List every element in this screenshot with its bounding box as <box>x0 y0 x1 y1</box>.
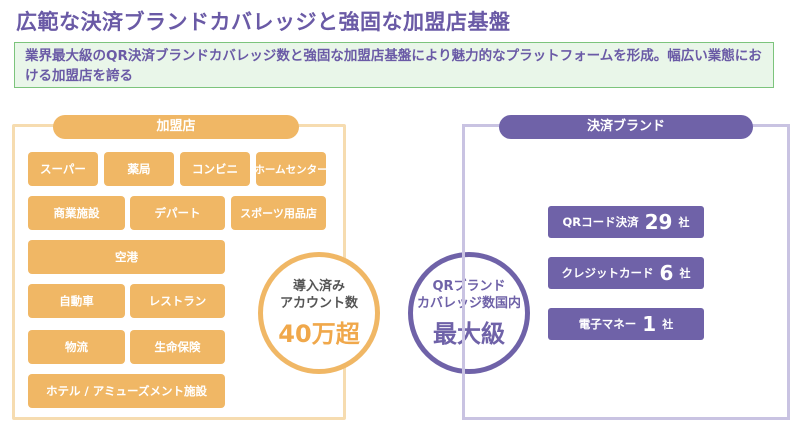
brand-coverage-circle: QRブランド カバレッジ数国内 最大級 <box>408 252 530 374</box>
merchant-circle-value: 40万超 <box>278 319 360 348</box>
merchant-tile-airport: 空港 <box>28 240 225 274</box>
brand-row-label: クレジットカード <box>561 266 654 280</box>
brand-row-unit: 社 <box>679 267 691 280</box>
merchant-circle-line2: アカウント数 <box>279 295 358 311</box>
merchants-header: 加盟店 <box>53 115 299 139</box>
brand-row-qr: QRコード決済 29 社 <box>548 206 704 238</box>
merchant-tile-life-insurance: 生命保険 <box>130 330 225 364</box>
merchant-tile-automobile: 自動車 <box>28 284 125 318</box>
brand-row-e-money: 電子マネー 1 社 <box>548 308 704 340</box>
page-title: 広範な決済ブランドカバレッジと強固な加盟店基盤 <box>16 10 511 34</box>
merchant-tile-convenience-store: コンビニ <box>180 152 250 186</box>
brand-circle-line1: QRブランド <box>432 278 506 294</box>
brand-row-count: 6 <box>659 261 674 285</box>
merchant-tile-logistics: 物流 <box>28 330 125 364</box>
brand-row-unit: 社 <box>678 216 690 229</box>
brand-row-label: 電子マネー <box>578 317 637 331</box>
intro-text: 業界最大級のQR決済ブランドカバレッジ数と強固な加盟店基盤により魅力的なプラット… <box>14 42 774 88</box>
merchant-tile-supermarket: スーパー <box>28 152 98 186</box>
brand-row-label: QRコード決済 <box>562 215 639 229</box>
merchant-tile-sporting-goods: スポーツ用品店 <box>231 196 326 230</box>
brand-circle-line2: カバレッジ数国内 <box>416 295 521 311</box>
merchant-circle-line1: 導入済み <box>292 278 345 294</box>
merchant-tile-home-center: ホームセンター <box>254 152 328 186</box>
brands-header: 決済ブランド <box>499 115 753 139</box>
brand-circle-value: 最大級 <box>433 319 505 348</box>
merchant-tile-commercial-facility: 商業施設 <box>28 196 125 230</box>
merchant-tile-department-store: デパート <box>130 196 225 230</box>
merchant-tile-hotel-amusement: ホテル / アミューズメント施設 <box>28 374 225 408</box>
brand-row-count: 1 <box>642 312 657 336</box>
merchant-tile-restaurant: レストラン <box>130 284 225 318</box>
merchant-tile-pharmacy: 薬局 <box>104 152 174 186</box>
brand-row-count: 29 <box>644 210 673 234</box>
merchant-accounts-circle: 導入済み アカウント数 40万超 <box>258 252 380 374</box>
brand-row-unit: 社 <box>662 318 674 331</box>
brand-row-credit-card: クレジットカード 6 社 <box>548 257 704 289</box>
